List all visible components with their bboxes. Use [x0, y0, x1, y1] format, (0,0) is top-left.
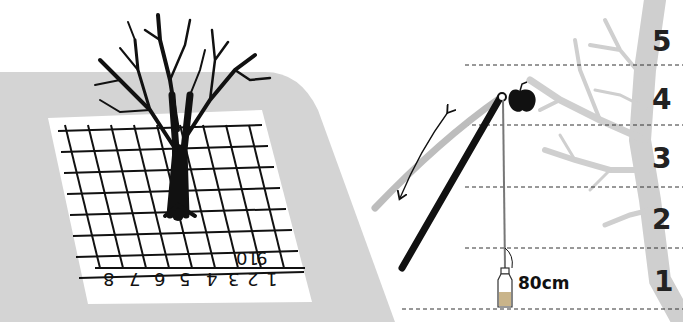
apple: [508, 82, 535, 112]
grid-number: 2: [247, 270, 258, 288]
apple-tree: [530, 0, 683, 322]
grid: [58, 125, 305, 278]
height-number: 1: [654, 268, 673, 296]
grid-number: 6: [154, 270, 165, 288]
grid-number: 4: [206, 270, 217, 288]
height-lines: [402, 65, 683, 309]
bottle: [498, 268, 512, 307]
grid-number: 7: [129, 270, 140, 288]
grid-number: 3: [228, 270, 239, 288]
grid-line: [88, 125, 123, 268]
dimension-leader: [505, 248, 512, 268]
height-number: 5: [652, 28, 671, 56]
string: [503, 100, 505, 268]
dimension-label: 80cm: [518, 275, 569, 292]
height-number: 4: [652, 86, 671, 114]
height-number: 2: [652, 206, 671, 234]
grid-line: [226, 125, 261, 268]
grid-line: [61, 146, 268, 152]
grid-number: 1: [266, 270, 277, 288]
pole: [375, 93, 506, 268]
grid-line: [203, 125, 238, 268]
grid-number: 8: [103, 270, 114, 288]
tree: [95, 15, 270, 216]
grid-line: [111, 125, 146, 268]
grid-line: [65, 125, 100, 268]
sheet: [48, 110, 312, 304]
grid-line: [134, 125, 169, 268]
grid-number: 5: [179, 270, 190, 288]
grid-line: [249, 125, 284, 268]
height-number: 3: [652, 145, 671, 173]
grid-number: 10: [236, 249, 259, 267]
grid-line: [95, 267, 305, 269]
ground: [0, 72, 395, 322]
